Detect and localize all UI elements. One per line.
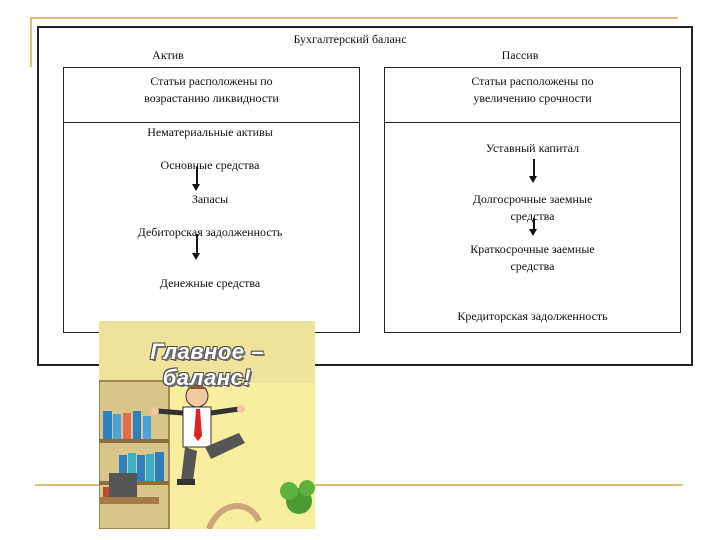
liabilities-divider	[384, 122, 681, 123]
liabilities-subtitle-line1: Статьи расположены по	[471, 74, 594, 88]
left-decor-line	[30, 17, 32, 67]
cartoon-scene	[99, 321, 315, 529]
liability-arrow-1	[530, 159, 536, 183]
asset-item-inventory: Запасы	[191, 192, 229, 206]
illustration-caption: Главное – баланс!	[150, 339, 264, 390]
diagram-title: Бухгалтерский баланс	[293, 32, 407, 46]
liability-item-long-term-loans-line1: Долгосрочные заемные	[472, 192, 593, 206]
liability-item-payables: Кредиторская задолженность	[457, 309, 608, 323]
assets-divider	[63, 122, 360, 123]
asset-arrow-1	[193, 167, 199, 191]
assets-subtitle-line1: Статьи расположены по	[150, 74, 273, 88]
asset-item-cash: Денежные средства	[159, 276, 261, 290]
liability-item-long-term-loans-line2: средства	[510, 209, 555, 223]
asset-item-receivables: Дебиторская задолженность	[137, 225, 283, 239]
liabilities-box	[384, 67, 681, 333]
balance-frame	[37, 26, 693, 366]
liability-item-short-term-loans-line2: средства	[510, 259, 555, 273]
liability-arrow-2	[530, 218, 536, 236]
liabilities-subtitle-line2: увеличению срочности	[473, 91, 592, 105]
assets-subtitle-line2: возрастанию ликвидности	[144, 91, 279, 105]
cartoon-illustration: Главное – баланс!	[99, 321, 315, 529]
liability-item-share-capital: Уставный капитал	[485, 141, 580, 155]
liability-item-short-term-loans-line1: Краткосрочные заемные	[470, 242, 595, 256]
asset-item-fixed-assets: Основные средства	[160, 158, 260, 172]
bottom-decor-line	[35, 484, 683, 486]
asset-arrow-2	[193, 234, 199, 260]
assets-header: Актив	[152, 48, 184, 62]
asset-item-intangible: Нематериальные активы	[147, 125, 273, 139]
top-decor-line	[30, 17, 678, 19]
liabilities-header: Пассив	[501, 48, 539, 62]
